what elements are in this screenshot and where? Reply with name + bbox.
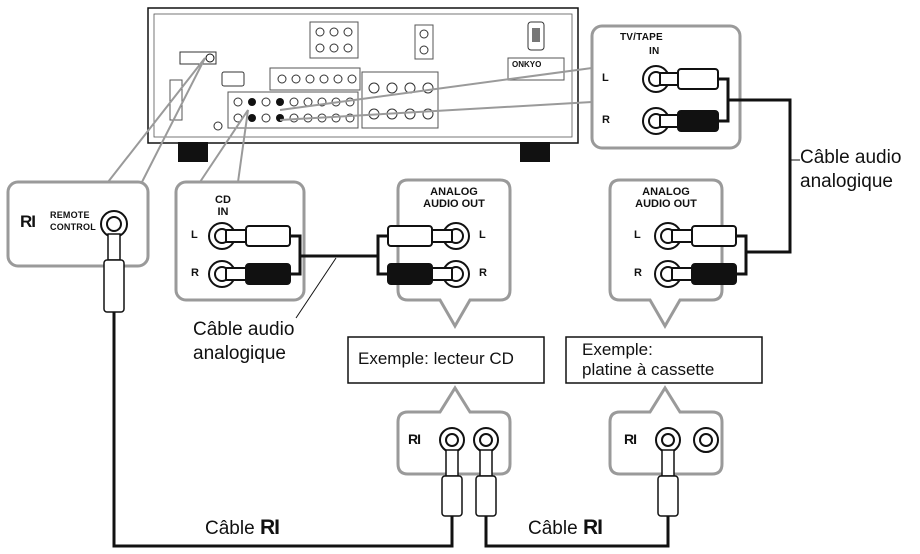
cd-player-box <box>347 336 545 384</box>
cd-in-right-label: R <box>191 267 199 279</box>
receiver-brand: ONKYO <box>512 60 542 69</box>
cd-out-title-line1: ANALOG <box>430 186 478 198</box>
remote-panel-label-line1: REMOTE <box>50 210 90 220</box>
audio-cable-caption-1-line1: Câble audio <box>193 319 295 340</box>
ri-cable-caption-1-text: Câble <box>205 518 255 539</box>
ri-cable-caption-2-text: Câble <box>528 518 578 539</box>
tape-out-title-line1: ANALOG <box>642 186 690 198</box>
cassette-deck-box <box>565 336 763 384</box>
cd-player-label: Exemple: lecteur CD <box>358 349 514 368</box>
cd-out-title-line2: AUDIO OUT <box>423 198 485 210</box>
ri-cable-caption-1: Câble RI <box>205 516 280 540</box>
tape-out-title-line2: AUDIO OUT <box>635 198 697 210</box>
receiver-rear-panel <box>147 7 579 162</box>
audio-cable-caption-2-line1: Câble audio <box>800 147 902 168</box>
cd-in-title-line1: CD <box>215 194 231 206</box>
tvtape-subtitle: IN <box>649 46 660 57</box>
tvtape-left-label: L <box>602 72 609 84</box>
cd-ri-jack-logo: RI <box>408 431 421 447</box>
ri-cable-caption-2-logo: RI <box>582 516 603 539</box>
cassette-label-line2: platine à cassette <box>582 360 715 379</box>
cd-out-left-label: L <box>479 229 486 241</box>
cd-in-left-label: L <box>191 229 198 241</box>
ri-cable-caption-1-logo: RI <box>259 516 280 539</box>
tvtape-title: TV/TAPE <box>620 32 663 43</box>
tape-ri-jack-logo: RI <box>624 431 637 447</box>
tape-out-left-label: L <box>634 229 641 241</box>
audio-cable-caption-2-line2: analogique <box>800 171 893 192</box>
cd-in-title-line2: IN <box>217 206 229 218</box>
tvtape-right-label: R <box>602 114 610 126</box>
tape-out-right-label: R <box>634 267 642 279</box>
rca-plugs <box>225 68 737 285</box>
cassette-label-line1: Exemple: <box>582 340 653 359</box>
ri-cable-caption-2: Câble RI <box>528 516 603 540</box>
audio-cable-caption-1-line2: analogique <box>193 343 286 364</box>
remote-panel-ri-logo: RI <box>20 212 36 231</box>
audio-cable-1-pointer <box>295 257 337 319</box>
remote-panel-label-line2: CONTROL <box>50 222 96 232</box>
callout-lines <box>107 57 593 183</box>
cables <box>112 77 792 548</box>
cd-out-right-label: R <box>479 267 487 279</box>
